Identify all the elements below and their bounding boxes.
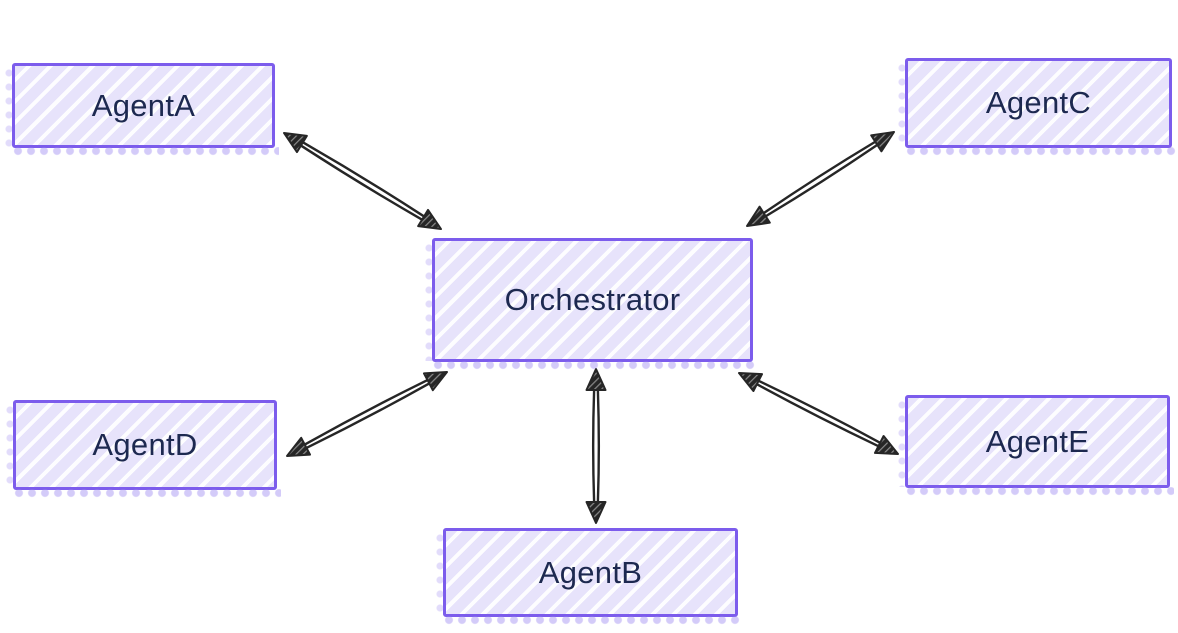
node-label-agent-c: AgentC [985,85,1092,120]
arrow-agent-e-orchestrator [738,372,899,455]
node-agent-b: AgentB [436,528,742,626]
node-label-orchestrator: Orchestrator [504,282,681,317]
node-label-agent-a: AgentA [91,87,196,123]
arrow-agent-a-orchestrator [283,132,442,230]
node-agent-e: AgentE [898,395,1174,497]
node-agent-a: AgentA [5,63,279,157]
node-label-agent-b: AgentB [538,554,643,590]
node-label-agent-e: AgentE [985,423,1090,459]
arrow-agent-c-orchestrator [746,131,895,227]
node-agent-c: AgentC [898,58,1176,157]
node-label-agent-d: AgentD [92,427,198,462]
node-agent-d: AgentD [6,400,281,499]
node-orchestrator: Orchestrator [425,238,757,371]
arrow-agent-d-orchestrator [286,371,448,457]
arrow-agent-b-orchestrator [585,368,607,524]
